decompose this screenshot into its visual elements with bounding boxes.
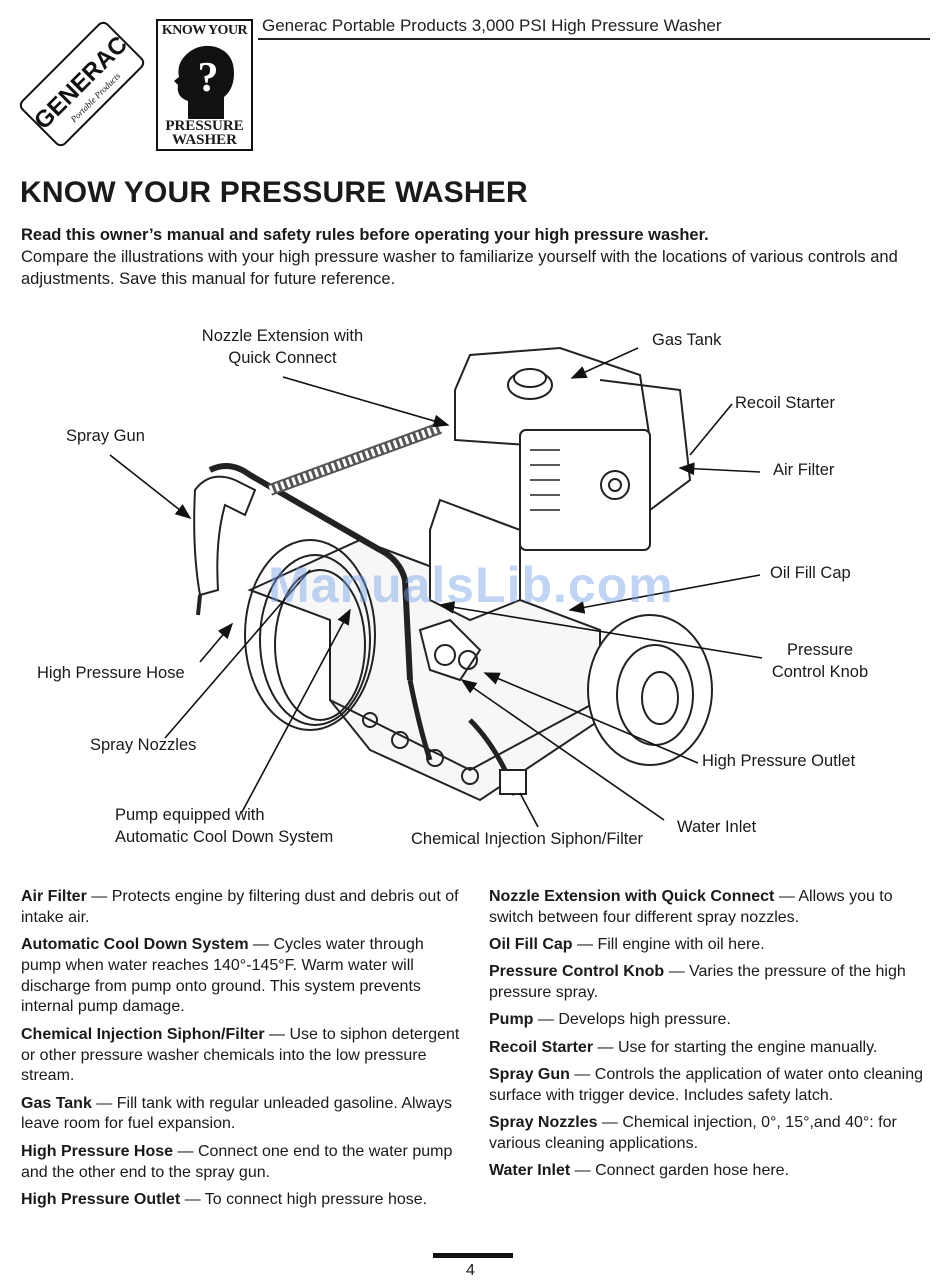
glossary-entry: Chemical Injection Siphon/Filter — Use t… [21, 1025, 466, 1087]
glossary-term: Air Filter [21, 888, 87, 905]
glossary-desc: — Fill tank with regular unleaded gasoli… [21, 1094, 453, 1133]
glossary-term: Pressure Control Knob [489, 963, 665, 981]
glossary-desc: — Controls the application of water onto… [489, 1066, 923, 1104]
intro-text: Compare the illustrations with your high… [21, 248, 898, 288]
watermark: ManualsLib.com [268, 557, 674, 613]
know-your-pressure-washer-badge: KNOW YOUR ? PRESSURE WASHER [156, 19, 253, 151]
glossary-entry: Spray Gun — Controls the application of … [489, 1065, 934, 1107]
callout-pump: Pump equipped with Automatic Cool Down S… [115, 805, 333, 848]
generac-logo: GENERAC Portable Products [19, 21, 145, 147]
glossary-entry: Pressure Control Knob — Varies the press… [489, 962, 934, 1004]
callout-water-inlet: Water Inlet [677, 818, 757, 836]
glossary-entry: High Pressure Hose — Connect one end to … [21, 1142, 466, 1184]
callout-line: Control Knob [771, 662, 869, 681]
glossary-entry: Gas Tank — Fill tank with regular unlead… [21, 1094, 466, 1136]
glossary-desc: — Use for starting the engine manually. [593, 1038, 878, 1056]
header-title: Generac Portable Products 3,000 PSI High… [262, 16, 722, 35]
callout-high-pressure-outlet: High Pressure Outlet [702, 752, 856, 770]
glossary-entry: Nozzle Extension with Quick Connect — Al… [489, 887, 934, 929]
callout-line: Quick Connect [228, 348, 337, 367]
glossary-desc: — Use to siphon detergent or other press… [21, 1025, 460, 1085]
glossary-entry: Spray Nozzles — Chemical injection, 0°, … [489, 1113, 934, 1155]
intro-bold: Read this owner’s manual and safety rule… [21, 226, 709, 244]
callout-gas-tank: Gas Tank [652, 331, 722, 349]
page-number: 4 [466, 1262, 475, 1279]
glossary-desc: — Develops high pressure. [533, 1011, 731, 1029]
glossary-term: High Pressure Hose [21, 1142, 174, 1160]
machine-illustration [193, 346, 713, 802]
callout-spray-nozzles: Spray Nozzles [90, 736, 197, 754]
callout-line: Automatic Cool Down System [115, 827, 334, 846]
glossary-term: Spray Gun [489, 1066, 570, 1084]
glossary-entry: High Pressure Outlet — To connect high p… [21, 1190, 466, 1211]
glossary-desc: — To connect high pressure hose. [180, 1190, 428, 1208]
callout-nozzle-extension: Nozzle Extension with Quick Connect [180, 326, 385, 369]
badge-bottom-text: PRESSURE WASHER [165, 118, 244, 148]
glossary-entry: Oil Fill Cap — Fill engine with oil here… [489, 935, 934, 956]
glossary-term: Pump [489, 1011, 534, 1029]
glossary-entry: Air Filter — Protects engine by filterin… [21, 887, 466, 929]
glossary-desc: — Connect garden hose here. [570, 1162, 790, 1180]
glossary-desc: — Cycles water through pump when water r… [21, 936, 424, 1016]
glossary-desc: — Fill engine with oil here. [572, 936, 765, 954]
glossary-term: Recoil Starter [489, 1038, 594, 1056]
glossary-term: Chemical Injection Siphon/Filter [21, 1025, 265, 1043]
glossary-desc: — Protects engine by filtering dust and … [21, 888, 459, 926]
glossary-term: Spray Nozzles [489, 1114, 598, 1132]
glossary-entry: Automatic Cool Down System — Cycles wate… [21, 935, 466, 1018]
callout-line: Pressure [786, 641, 854, 659]
glossary-left-column: Air Filter — Protects engine by filterin… [21, 887, 466, 1217]
glossary-term: Oil Fill Cap [489, 936, 573, 954]
header-rule [258, 38, 930, 40]
callout-recoil-starter: Recoil Starter [735, 394, 835, 412]
glossary-desc: — Allows you to switch between four diff… [489, 888, 893, 926]
glossary-term: Water Inlet [489, 1162, 571, 1180]
glossary-term: Nozzle Extension with Quick Connect [489, 888, 775, 905]
svg-text:?: ? [198, 55, 219, 101]
leader-lines [109, 347, 763, 828]
glossary-desc: — Connect one end to the water pump and … [21, 1142, 453, 1181]
callout-line: Nozzle Extension with [201, 327, 364, 345]
glossary-desc: — Chemical injection, 0°, 15°,and 40°: f… [489, 1114, 897, 1152]
callout-oil-fill-cap: Oil Fill Cap [770, 564, 851, 582]
glossary-term: Automatic Cool Down System [21, 936, 249, 954]
badge-top-text: KNOW YOUR [161, 23, 248, 38]
callout-chemical-injection: Chemical Injection Siphon/Filter [411, 830, 644, 848]
callout-line: Pump equipped with [115, 806, 265, 824]
glossary-entry: Recoil Starter — Use for starting the en… [489, 1038, 934, 1059]
callout-high-pressure-hose: High Pressure Hose [37, 664, 185, 682]
callout-air-filter: Air Filter [773, 461, 835, 479]
pressure-washer-diagram [109, 346, 763, 828]
page-number-bar [433, 1253, 513, 1258]
head-question-icon: ? [174, 45, 234, 119]
callout-spray-gun: Spray Gun [66, 427, 145, 445]
page-title: KNOW YOUR PRESSURE WASHER [20, 176, 528, 209]
glossary-term: High Pressure Outlet [21, 1190, 181, 1208]
glossary-term: Gas Tank [21, 1094, 92, 1112]
glossary-entry: Pump — Develops high pressure. [489, 1010, 934, 1031]
glossary-entry: Water Inlet — Connect garden hose here. [489, 1161, 934, 1182]
callout-pressure-control-knob: Pressure Control Knob [760, 640, 880, 683]
glossary-desc: — Varies the pressure of the high pressu… [489, 963, 906, 1002]
glossary-right-column: Nozzle Extension with Quick Connect — Al… [489, 887, 934, 1189]
